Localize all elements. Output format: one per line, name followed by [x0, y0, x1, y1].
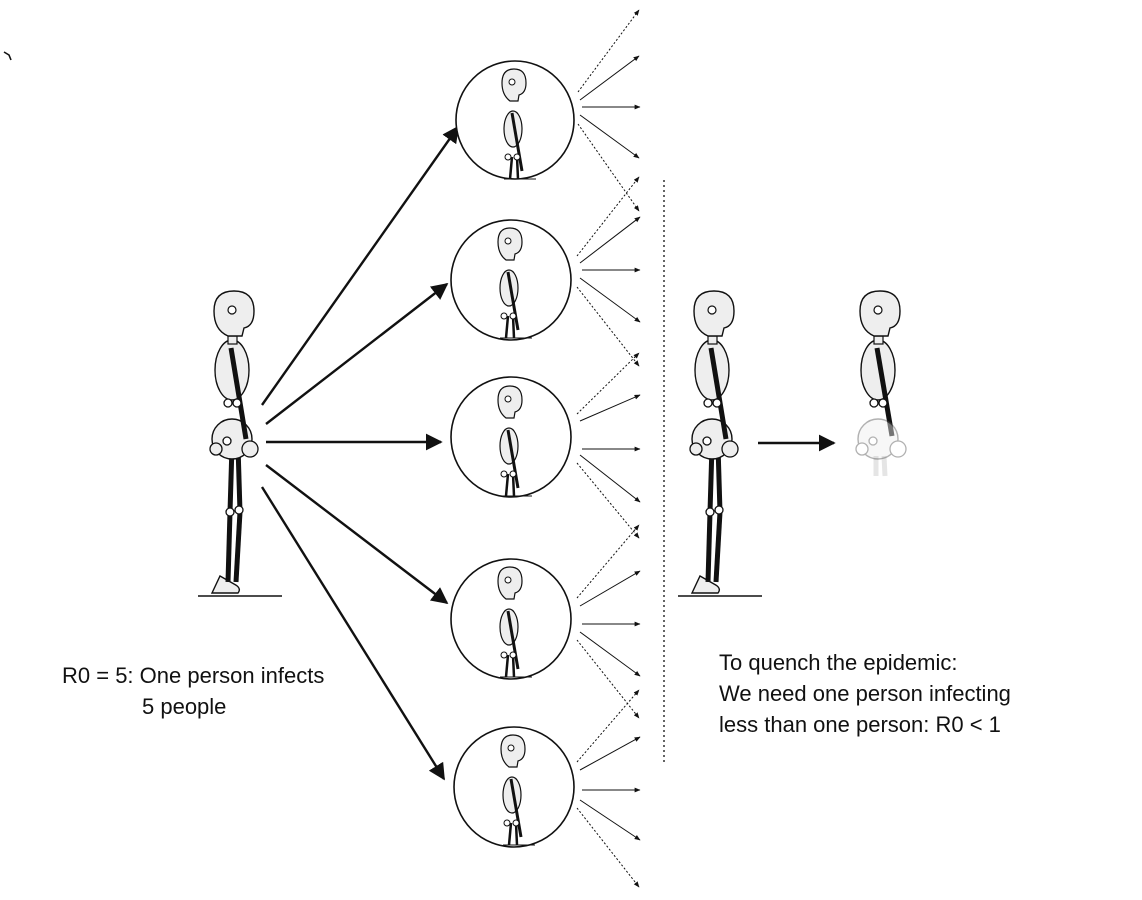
- source-person-figure: [198, 291, 282, 596]
- quench-caption-line-3: less than one person: R0 < 1: [719, 712, 1001, 737]
- primary-arrows: [260, 125, 459, 781]
- r0-caption-line-1: R0 = 5: One person infects: [62, 663, 325, 688]
- quench-caption-line-1: To quench the epidemic:: [719, 650, 958, 675]
- stray-mark: [3, 51, 12, 61]
- arrow-to-infected-1: [261, 125, 459, 406]
- arrow-to-infected-4: [265, 464, 449, 605]
- quench-caption: To quench the epidemic: We need one pers…: [719, 647, 1011, 740]
- fading-person-figure: [855, 290, 907, 477]
- secondary-arrows-5: [576, 689, 641, 888]
- quench-caption-line-2: We need one person infecting: [719, 681, 1011, 706]
- arrow-to-infected-5: [260, 486, 446, 781]
- infected-person-1: [455, 60, 575, 181]
- infected-person-5: [453, 726, 575, 848]
- infected-person-2: [450, 219, 572, 341]
- secondary-arrows-2: [576, 176, 641, 367]
- secondary-arrows-4: [576, 524, 641, 719]
- infected-person-4: [450, 558, 572, 680]
- arrow-to-infected-2: [265, 282, 449, 425]
- r0-caption: R0 = 5: One person infects 5 people: [62, 660, 324, 722]
- secondary-arrows-3: [576, 352, 641, 539]
- secondary-arrows-1: [577, 9, 641, 212]
- r0-caption-line-2: 5 people: [142, 694, 227, 719]
- quench-person-figure: [678, 291, 762, 596]
- infected-person-3: [450, 376, 572, 498]
